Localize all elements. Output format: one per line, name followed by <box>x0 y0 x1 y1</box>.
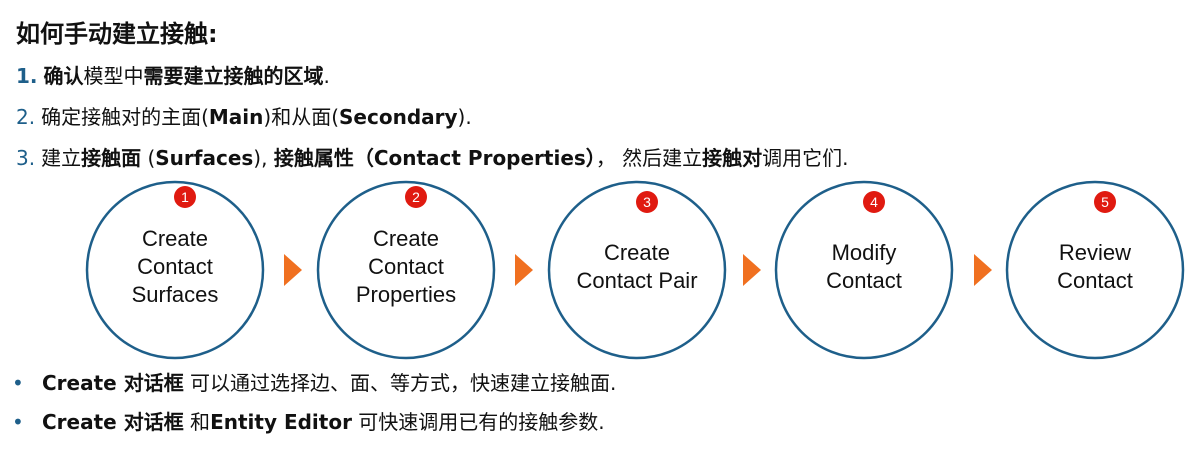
page-title: 如何手动建立接触: <box>16 20 218 48</box>
step-label-line: Modify <box>832 240 897 265</box>
step-badge-number: 3 <box>643 194 651 210</box>
step-label-line: Create <box>604 240 670 265</box>
step-label-line: Review <box>1059 240 1131 265</box>
step-label-line: Properties <box>356 282 456 307</box>
step-label-line: Contact <box>826 268 902 293</box>
bullet-text-segment: Entity Editor <box>210 410 352 434</box>
step-text-segment: 建立 <box>41 146 82 170</box>
step-number: 2. <box>16 105 36 129</box>
step-number: 1. <box>16 64 38 88</box>
step-label-line: Create <box>142 226 208 251</box>
step-text-segment: 接触面 <box>81 146 142 170</box>
step-badge-icon <box>636 191 658 213</box>
arrow-right-icon <box>974 254 992 286</box>
step-text-segment: ), <box>253 146 274 170</box>
step-text-segment: )和从面( <box>263 105 340 129</box>
step-text-segment: 确认 <box>43 64 84 88</box>
step-2-text: 2.确定接触对的主面(Main)和从面(Secondary). <box>16 101 472 130</box>
step-label-line: Contact <box>1057 268 1133 293</box>
step-label-line: Surfaces <box>132 282 219 307</box>
step-badge-number: 1 <box>181 189 189 205</box>
step-badge-icon <box>1094 191 1116 213</box>
step-text-segment: ， 然后建立 <box>595 146 703 170</box>
step-badge-number: 2 <box>412 189 420 205</box>
bullet-dot-icon: • <box>12 371 24 395</box>
step-circle <box>85 180 265 360</box>
step-label-line: Contact <box>368 254 444 279</box>
bullet-1-text: • Create 对话框 可以通过选择边、面、等方式，快速建立接触面. <box>12 367 616 396</box>
step-text-segment: 模型中 <box>83 64 144 88</box>
arrow-right-icon <box>743 254 761 286</box>
bullet-dot-icon: • <box>12 410 24 434</box>
step-text-segment: . <box>323 64 330 88</box>
step-text-segment: 接触对 <box>702 146 763 170</box>
bullet-text-segment: 可以通过选择边、面、等方式，快速建立接触面. <box>183 371 617 395</box>
step-text-segment: 确定接触对的主面( <box>41 105 209 129</box>
step-label-line: Create <box>373 226 439 251</box>
step-circle <box>316 180 496 360</box>
step-text-segment: Main <box>208 105 264 129</box>
bullet-text-segment: Create 对话框 <box>42 371 184 395</box>
step-text-segment: ( <box>141 146 156 170</box>
step-circle <box>774 180 954 360</box>
step-text-segment: 接触属性（Contact Properties） <box>273 146 596 170</box>
arrow-right-icon <box>284 254 302 286</box>
bullet-2-text: • Create 对话框 和Entity Editor 可快速调用已有的接触参数. <box>12 406 605 435</box>
step-3-text: 3.建立接触面 (Surfaces), 接触属性（Contact Propert… <box>16 142 849 171</box>
step-label-line: Contact Pair <box>576 268 697 293</box>
step-circle <box>547 180 727 360</box>
step-badge-number: 5 <box>1101 194 1109 210</box>
step-text-segment: 需要建立接触的区域 <box>143 64 324 88</box>
step-text-segment: 调用它们. <box>762 146 849 170</box>
step-circle <box>1005 180 1185 360</box>
bullet-text-segment: 和 <box>183 410 211 434</box>
bullet-text-segment: 可快速调用已有的接触参数. <box>351 410 605 434</box>
step-badge-icon <box>405 186 427 208</box>
step-badge-icon <box>863 191 885 213</box>
step-text-segment: Secondary <box>339 105 458 129</box>
bullet-text-segment: Create 对话框 <box>42 410 184 434</box>
arrow-right-icon <box>515 254 533 286</box>
step-label-line: Contact <box>137 254 213 279</box>
step-badge-icon <box>174 186 196 208</box>
step-text-segment: ). <box>457 105 472 129</box>
step-number: 3. <box>16 146 36 170</box>
step-badge-number: 4 <box>870 194 878 210</box>
step-text-segment: Surfaces <box>155 146 254 170</box>
step-1-text: 1.确认模型中需要建立接触的区域. <box>16 60 330 89</box>
